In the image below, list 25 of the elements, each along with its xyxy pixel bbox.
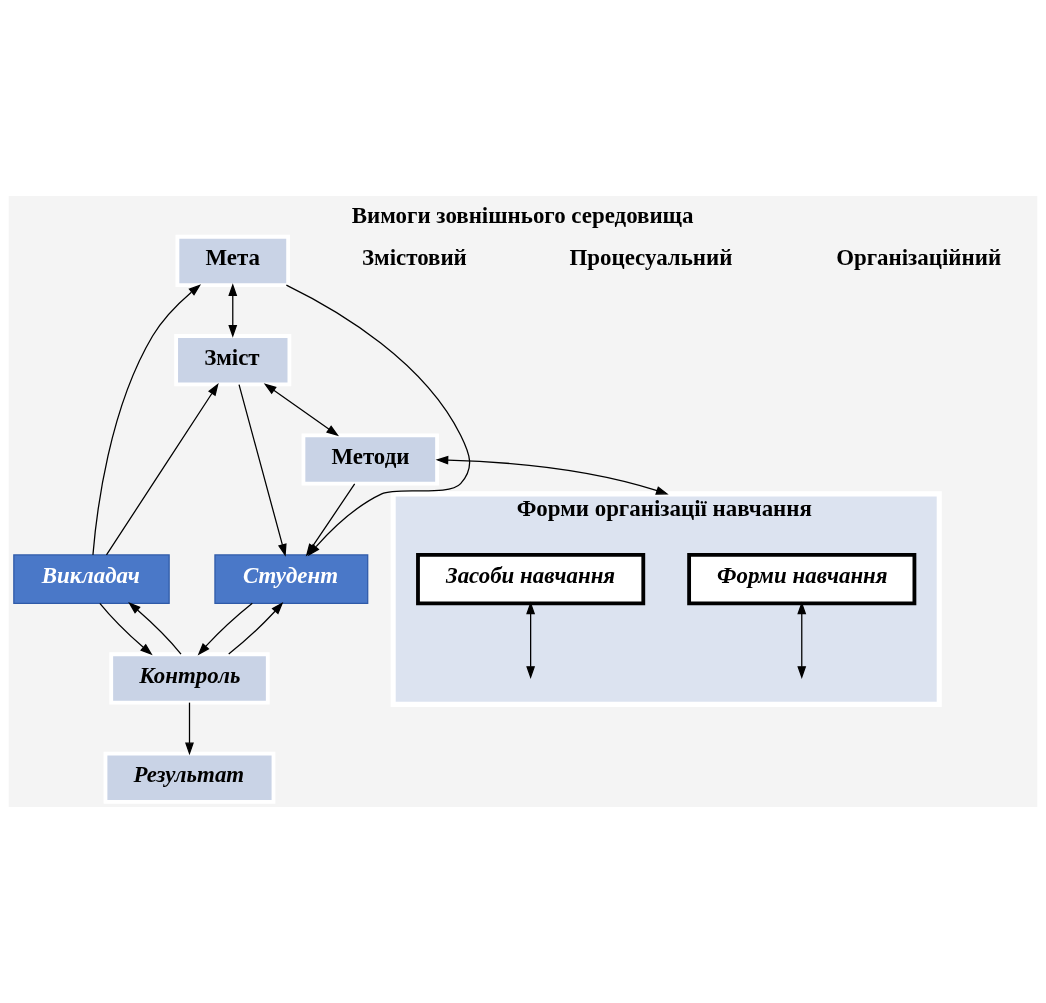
diagram-title: Вимоги зовнішнього середовища [351, 203, 694, 229]
node-box: Результат [103, 751, 276, 804]
arrow [197, 602, 253, 656]
label: Змістовий [361, 245, 467, 271]
arrow [228, 601, 284, 655]
node-box: Форми навчання [687, 553, 917, 606]
label: Організаційний [836, 245, 1002, 271]
arrow [435, 455, 669, 495]
node-box: Студент [214, 554, 369, 604]
arrow [99, 602, 153, 656]
arrow [185, 702, 194, 756]
arrow [92, 284, 202, 556]
arrow [238, 384, 287, 557]
node-box: Контроль [109, 652, 270, 705]
label: Процесуальний [569, 245, 733, 271]
arrow [228, 283, 238, 338]
node-box: Методи [301, 433, 439, 486]
node-box: Зміст [174, 334, 292, 387]
node-box: Мета [175, 234, 291, 287]
node-box: Викладач [13, 554, 170, 604]
arrow [128, 602, 182, 655]
arrow [263, 383, 339, 437]
arrow [797, 601, 807, 679]
arrow [105, 383, 219, 556]
node-box: Засоби навчання [416, 553, 646, 606]
